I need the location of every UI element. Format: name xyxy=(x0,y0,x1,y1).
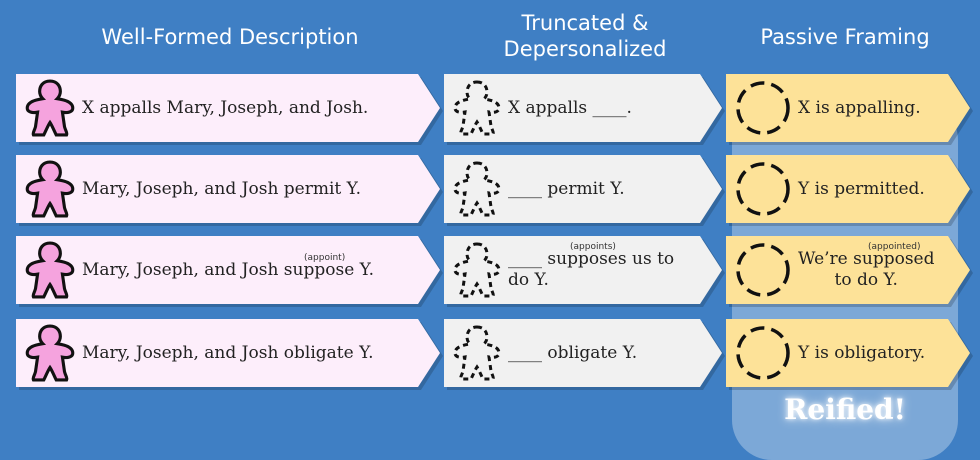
truncated-cell: X appalls ____. xyxy=(444,74,722,142)
dashed-meeple-outline-icon xyxy=(452,325,502,381)
passive-cell: X is appalling. xyxy=(726,74,970,142)
well-formed-cell: Mary, Joseph, and Josh permit Y. xyxy=(16,155,440,223)
dashed-meeple-outline-icon xyxy=(452,80,502,136)
header-truncated-line2: Depersonalized xyxy=(503,37,667,61)
header-truncated-line1: Truncated & xyxy=(521,11,649,35)
dashed-circle-icon xyxy=(734,160,792,218)
header-well-formed: Well-Formed Description xyxy=(101,25,359,49)
well-formed-cell: Mary, Joseph, and Josh obligate Y. xyxy=(16,319,440,387)
truncated-cell: (appoints) ____ supposes us to do Y. xyxy=(444,236,722,304)
header-truncated: Truncated & Depersonalized xyxy=(445,10,725,62)
row-1: X appalls Mary, Joseph, and Josh. X appa… xyxy=(0,74,980,144)
passive-line2: to do Y. xyxy=(834,270,898,290)
truncated-text: (appoints) ____ supposes us to do Y. xyxy=(508,249,674,291)
passive-cell: Y is obligatory. xyxy=(726,319,970,387)
dashed-circle-icon xyxy=(734,241,792,299)
well-formed-text: Mary, Joseph, and Josh suppose Y. (appoi… xyxy=(82,260,374,281)
annotation-appointed: (appointed) xyxy=(868,242,921,252)
truncated-line1: ____ supposes us to xyxy=(508,249,675,269)
row-4: Mary, Joseph, and Josh obligate Y. ____ … xyxy=(0,319,980,389)
passive-text: (appointed) We’re supposed to do Y. xyxy=(798,249,934,291)
dashed-circle-icon xyxy=(734,79,792,137)
header-passive-framing: Passive Framing xyxy=(760,25,930,49)
well-formed-cell: X appalls Mary, Joseph, and Josh. xyxy=(16,74,440,142)
passive-text: X is appalling. xyxy=(798,97,921,118)
dashed-meeple-outline-icon xyxy=(452,161,502,217)
truncated-text: ____ obligate Y. xyxy=(508,342,638,363)
well-formed-text: Mary, Joseph, and Josh obligate Y. xyxy=(82,342,374,363)
passive-line1: We’re supposed xyxy=(798,249,935,269)
pink-meeple-icon xyxy=(24,160,76,218)
well-formed-text: Mary, Joseph, and Josh permit Y. xyxy=(82,178,362,199)
well-formed-text: X appalls Mary, Joseph, and Josh. xyxy=(82,97,369,118)
truncated-text: X appalls ____. xyxy=(508,97,632,118)
pink-meeple-icon xyxy=(24,79,76,137)
row-2: Mary, Joseph, and Josh permit Y. ____ pe… xyxy=(0,155,980,225)
passive-text: Y is permitted. xyxy=(798,178,925,199)
dashed-meeple-outline-icon xyxy=(452,242,502,298)
dashed-circle-icon xyxy=(734,324,792,382)
annotation-appoints: (appoints) xyxy=(570,242,616,252)
passive-text: Y is obligatory. xyxy=(798,342,926,363)
passive-cell: (appointed) We’re supposed to do Y. xyxy=(726,236,970,304)
row-3: Mary, Joseph, and Josh suppose Y. (appoi… xyxy=(0,236,980,306)
truncated-text: ____ permit Y. xyxy=(508,178,625,199)
annotation-appoint: (appoint) xyxy=(304,252,346,263)
reified-label: Reified! xyxy=(784,393,906,426)
truncated-line2: do Y. xyxy=(508,270,549,290)
well-formed-cell: Mary, Joseph, and Josh suppose Y. (appoi… xyxy=(16,236,440,304)
passive-cell: Y is permitted. xyxy=(726,155,970,223)
well-formed-sentence: Mary, Joseph, and Josh suppose Y. xyxy=(82,259,375,280)
pink-meeple-icon xyxy=(24,324,76,382)
truncated-cell: ____ permit Y. xyxy=(444,155,722,223)
truncated-cell: ____ obligate Y. xyxy=(444,319,722,387)
pink-meeple-icon xyxy=(24,241,76,299)
